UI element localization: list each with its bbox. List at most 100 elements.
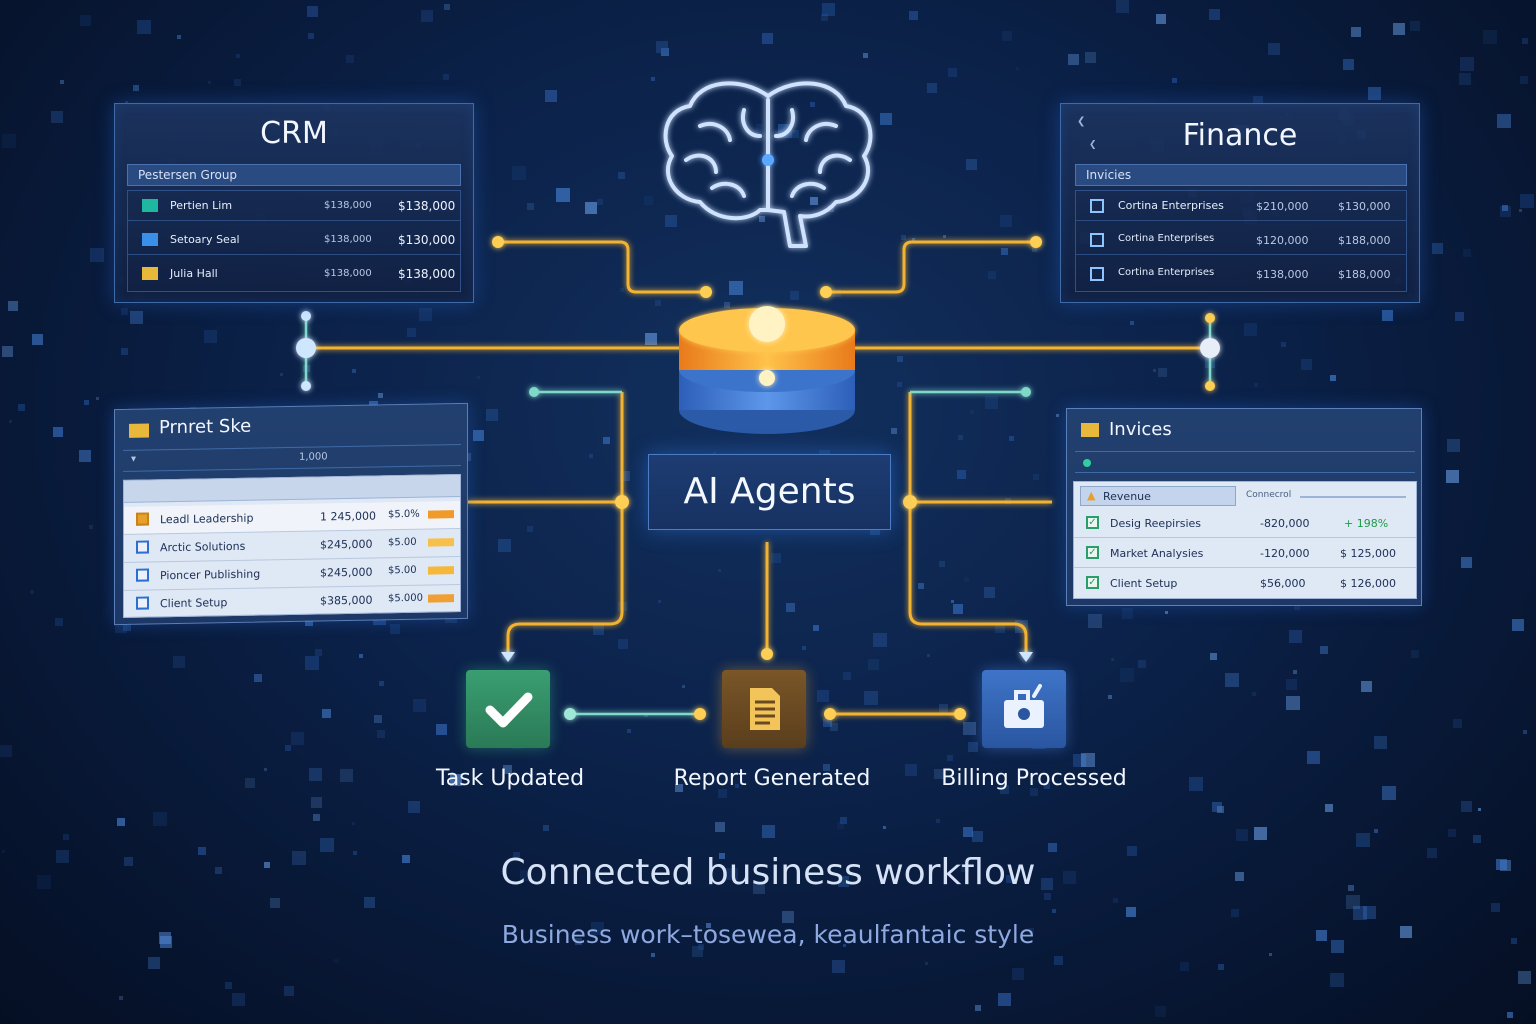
background-particle [620, 471, 630, 481]
finance-panel: ❮ ❮ Finance Invicies Cortina Enterprises… [1060, 103, 1420, 303]
project-row-value-a: $245,000 [320, 537, 373, 552]
background-particle [51, 111, 63, 123]
background-particle [408, 801, 420, 813]
background-particle [1088, 614, 1102, 628]
node-report-left [694, 708, 706, 720]
background-particle [593, 624, 604, 635]
background-particle [948, 68, 957, 77]
background-particle [292, 851, 306, 865]
background-particle [655, 300, 661, 306]
ai-agents-box[interactable]: AI Agents [648, 454, 891, 530]
background-particle [726, 868, 738, 880]
filter-icon[interactable]: ▾ [131, 453, 137, 465]
check-icon[interactable]: ✓ [1086, 516, 1099, 529]
checkbox-icon[interactable] [136, 540, 149, 554]
project-row-value-b: $5.00 [388, 536, 417, 549]
project-row-value-b: $5.0% [388, 508, 420, 521]
background-particle [1073, 754, 1086, 767]
invoices-panel: Invices ▲ Revenue Connecrol ✓ Desig Reep… [1066, 408, 1422, 606]
background-particle [1002, 31, 1012, 41]
revenue-field[interactable]: ▲ Revenue [1080, 486, 1236, 506]
background-particle [998, 993, 1011, 1006]
background-particle [645, 333, 657, 345]
billing-processed-tile[interactable] [982, 670, 1066, 748]
background-particle [651, 77, 655, 81]
background-particle [204, 330, 217, 343]
background-particle [756, 124, 763, 131]
background-particle [912, 238, 915, 241]
background-particle [791, 130, 799, 138]
background-particle [790, 291, 799, 300]
background-particle [1286, 696, 1300, 710]
finance-row[interactable]: Cortina Enterprises $120,000 $188,000 [1076, 225, 1406, 255]
invoice-row-value-b: $ 126,000 [1340, 577, 1396, 590]
background-particle [939, 704, 948, 713]
background-particle [18, 404, 25, 411]
background-particle [1455, 312, 1464, 321]
crm-row[interactable]: Setoary Seal $138,000 $130,000 [128, 225, 460, 255]
background-particle [1052, 909, 1056, 913]
check-icon[interactable]: ✓ [1086, 576, 1099, 589]
node-hub-right [820, 286, 832, 298]
background-particle [513, 852, 520, 859]
background-particle [951, 600, 954, 603]
report-generated-tile[interactable] [722, 670, 806, 748]
invoice-row[interactable]: ✓ Desig Reepirsies -820,000 + 198% [1074, 510, 1416, 538]
back-icon[interactable]: ❮ [1077, 116, 1086, 127]
background-particle [473, 430, 484, 441]
background-particle [1432, 243, 1443, 254]
background-particle [119, 996, 123, 1000]
background-particle [759, 216, 765, 222]
background-particle [897, 356, 903, 362]
background-particle [2, 850, 5, 853]
background-particle [121, 348, 128, 355]
background-particle [782, 911, 794, 923]
invoice-row[interactable]: ✓ Market Analysies -120,000 $ 125,000 [1074, 540, 1416, 568]
background-particle [313, 814, 320, 821]
background-particle [60, 80, 64, 84]
background-particle [305, 656, 319, 670]
background-particle [1253, 96, 1263, 106]
background-particle [964, 577, 969, 582]
background-particle [444, 4, 450, 10]
background-particle [947, 755, 953, 761]
background-particle [53, 427, 63, 437]
background-particle [1511, 938, 1517, 944]
background-particle [284, 986, 294, 996]
chevron-left-icon[interactable]: ❮ [1089, 140, 1097, 150]
crm-row[interactable]: Julia Hall $138,000 $138,000 [128, 259, 460, 289]
background-particle [556, 188, 570, 202]
background-particle [353, 851, 357, 855]
background-particle [1172, 78, 1177, 83]
project-row-value-a: 1 245,000 [320, 509, 376, 524]
project-row[interactable]: Client Setup $385,000 $5.000 [124, 585, 460, 619]
finance-row[interactable]: Cortina Enterprises $138,000 $188,000 [1076, 259, 1406, 289]
finance-row[interactable]: Cortina Enterprises $210,000 $130,000 [1076, 191, 1406, 221]
background-particle [8, 301, 18, 311]
invoice-row[interactable]: ✓ Client Setup $56,000 $ 126,000 [1074, 570, 1416, 598]
checkbox-icon[interactable] [136, 596, 149, 610]
background-particle [334, 959, 338, 963]
background-particle [1108, 695, 1112, 699]
crm-row[interactable]: Pertien Lim $138,000 $138,000 [128, 191, 460, 221]
checkbox-icon[interactable] [136, 568, 149, 582]
task-updated-tile[interactable] [466, 670, 550, 748]
background-particle [972, 831, 983, 842]
folder-icon [129, 423, 149, 438]
background-particle [1351, 27, 1361, 37]
caption-subtitle: Business work–tosewea, keaulfantaic styl… [501, 920, 1035, 949]
background-particle [968, 742, 978, 752]
background-particle [55, 618, 63, 626]
background-particle [1081, 753, 1095, 767]
finance-row-value-b: $130,000 [1338, 200, 1391, 213]
background-particle [1155, 1006, 1166, 1017]
slider-track[interactable] [1300, 496, 1406, 498]
background-particle [891, 428, 897, 434]
check-icon[interactable]: ✓ [1086, 546, 1099, 559]
billing-processed-label: Billing Processed [941, 766, 1127, 791]
invoices-table: ▲ Revenue Connecrol ✓ Desig Reepirsies -… [1073, 481, 1417, 599]
background-particle [909, 11, 918, 20]
background-particle [1225, 673, 1239, 687]
background-particle [1156, 14, 1166, 24]
revenue-icon: ▲ [1087, 489, 1096, 502]
